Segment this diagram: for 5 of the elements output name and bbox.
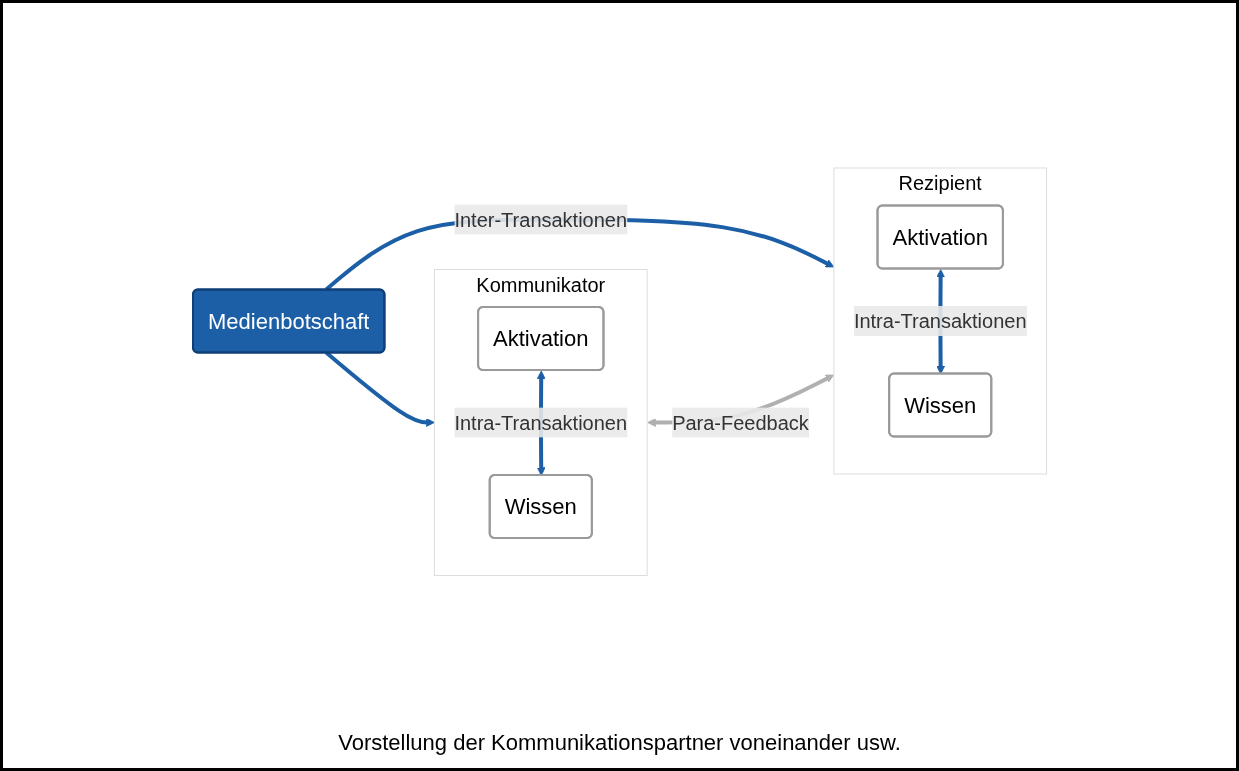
note-text: Vorstellung der Kommunikationspartner voneinander usw. <box>338 730 901 756</box>
edge-label: Intra-Transaktionen <box>853 309 1027 332</box>
edge-label: Inter-Transaktionen <box>454 208 627 231</box>
edge-label: Intra-Transaktionen <box>454 411 627 434</box>
edge-label: Para-Feedback <box>671 411 809 434</box>
